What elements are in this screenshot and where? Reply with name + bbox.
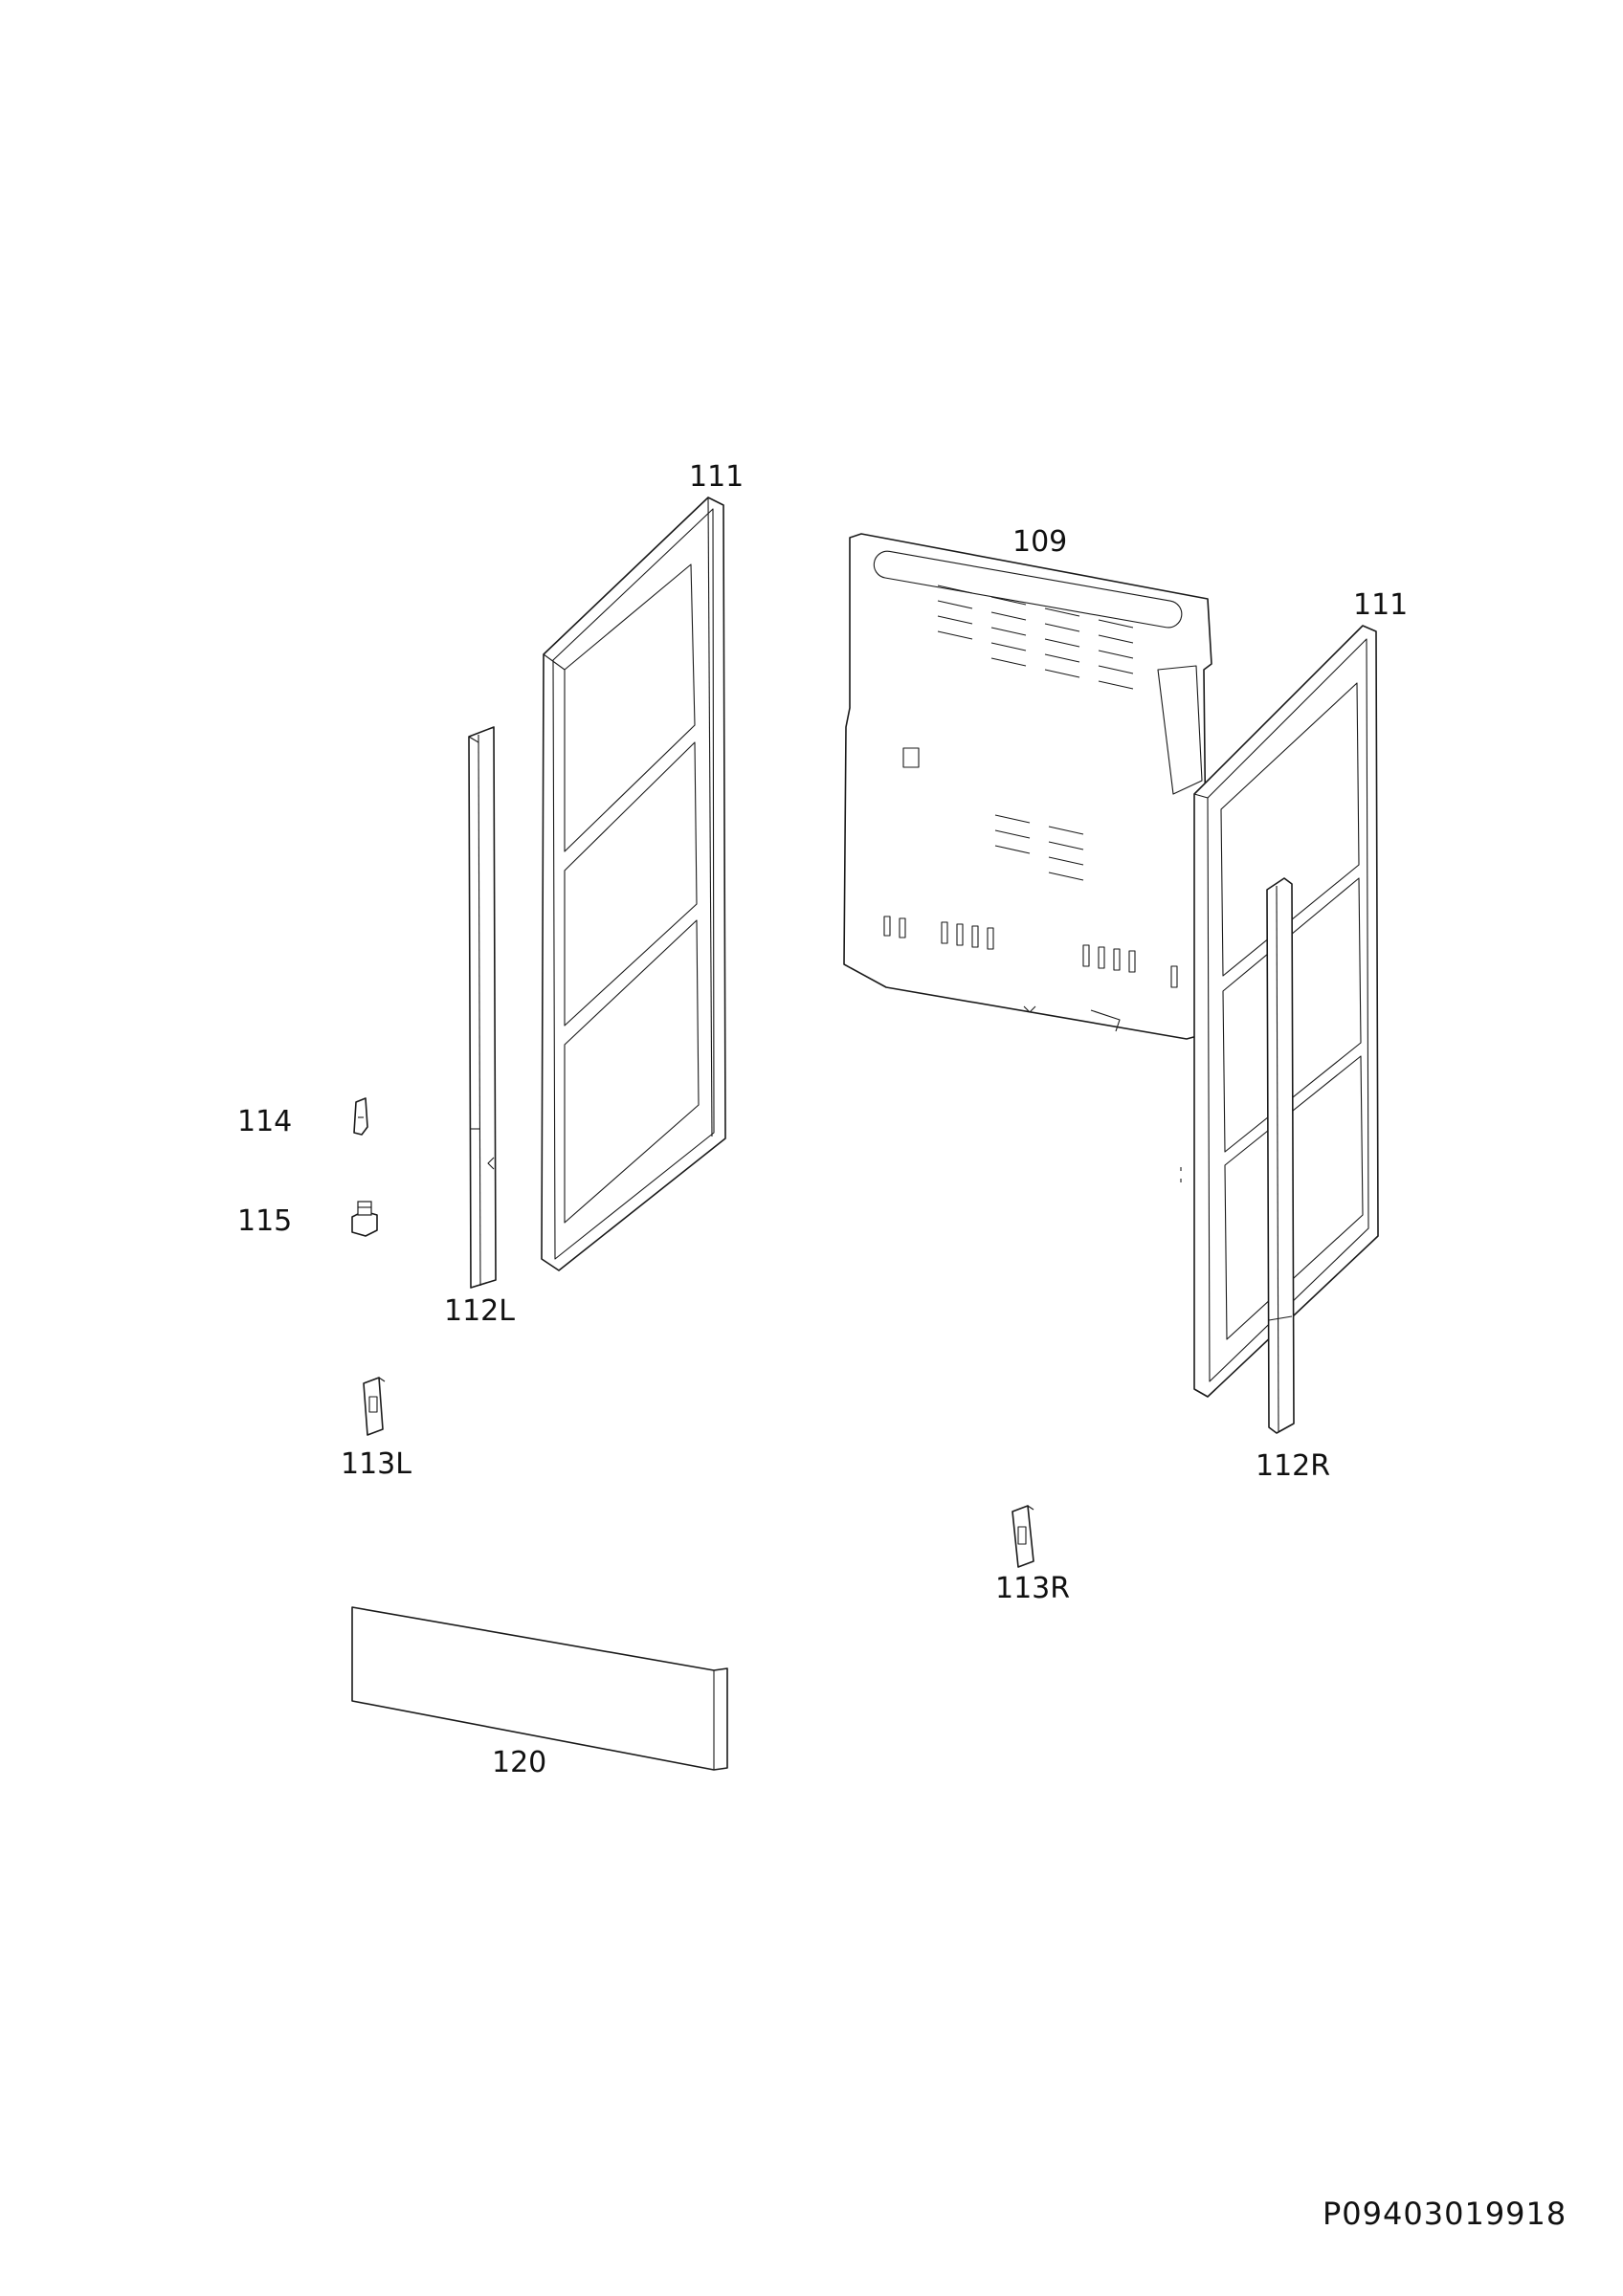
vents-top: [937, 585, 1134, 690]
bracket-left: [363, 1377, 386, 1436]
label-side-panel-right: 111: [1353, 588, 1409, 622]
document-code: P09403019918: [1323, 2196, 1567, 2232]
rail-left: [468, 726, 497, 1289]
label-part-114: 114: [237, 1105, 293, 1138]
rail-right: [1266, 877, 1295, 1434]
vents-middle: [994, 814, 1084, 881]
label-back-panel: 109: [1012, 525, 1068, 559]
label-part-115: 115: [237, 1204, 293, 1238]
bottom-panel: [351, 1606, 728, 1771]
bracket-right: [1012, 1505, 1034, 1568]
foot-115: [351, 1201, 378, 1237]
label-bracket-right: 113R: [995, 1572, 1071, 1605]
side-panel-left: [541, 497, 726, 1271]
label-rail-left: 112L: [444, 1294, 515, 1328]
back-panel: [843, 533, 1212, 1040]
label-bracket-left: 113L: [341, 1447, 411, 1481]
clip-114: [353, 1097, 368, 1136]
label-side-panel-left: 111: [689, 460, 745, 494]
label-rail-right: 112R: [1256, 1449, 1331, 1483]
label-bottom-panel: 120: [492, 1746, 547, 1779]
vents-bottom: [883, 916, 1178, 988]
